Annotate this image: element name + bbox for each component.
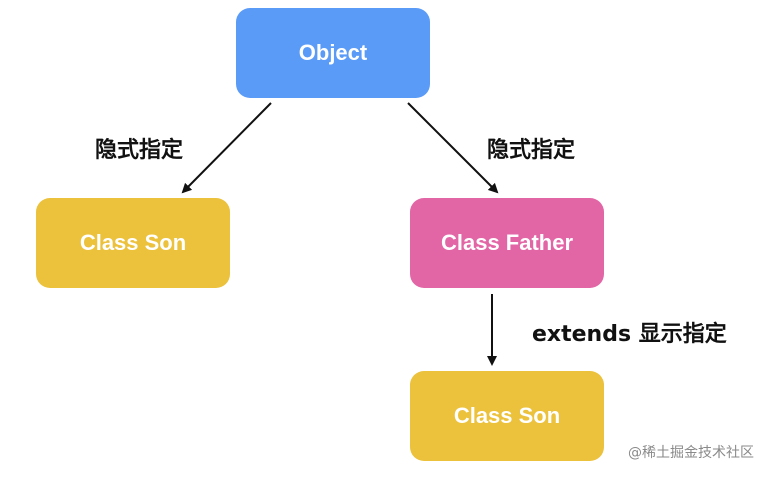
edge-label-father-to-son: extends 显示指定 [532, 322, 727, 347]
edge-label-object-to-father: 隐式指定 [487, 138, 576, 163]
node-class-father-label: Class Father [440, 230, 574, 255]
edge-label-object-to-son: 隐式指定 [95, 138, 184, 163]
arrow-object-to-father [407, 102, 499, 194]
node-class-son-left-label: Class Son [79, 230, 187, 255]
node-object-label: Object [298, 40, 368, 65]
arrow-object-to-son [181, 102, 272, 194]
node-object: Object [236, 8, 430, 98]
node-class-son-left: Class Son [36, 198, 230, 288]
node-class-son-bottom: Class Son [410, 371, 604, 461]
node-class-son-bottom-label: Class Son [453, 403, 561, 428]
node-class-father: Class Father [410, 198, 604, 288]
watermark: @稀土掘金技术社区 [628, 445, 754, 461]
